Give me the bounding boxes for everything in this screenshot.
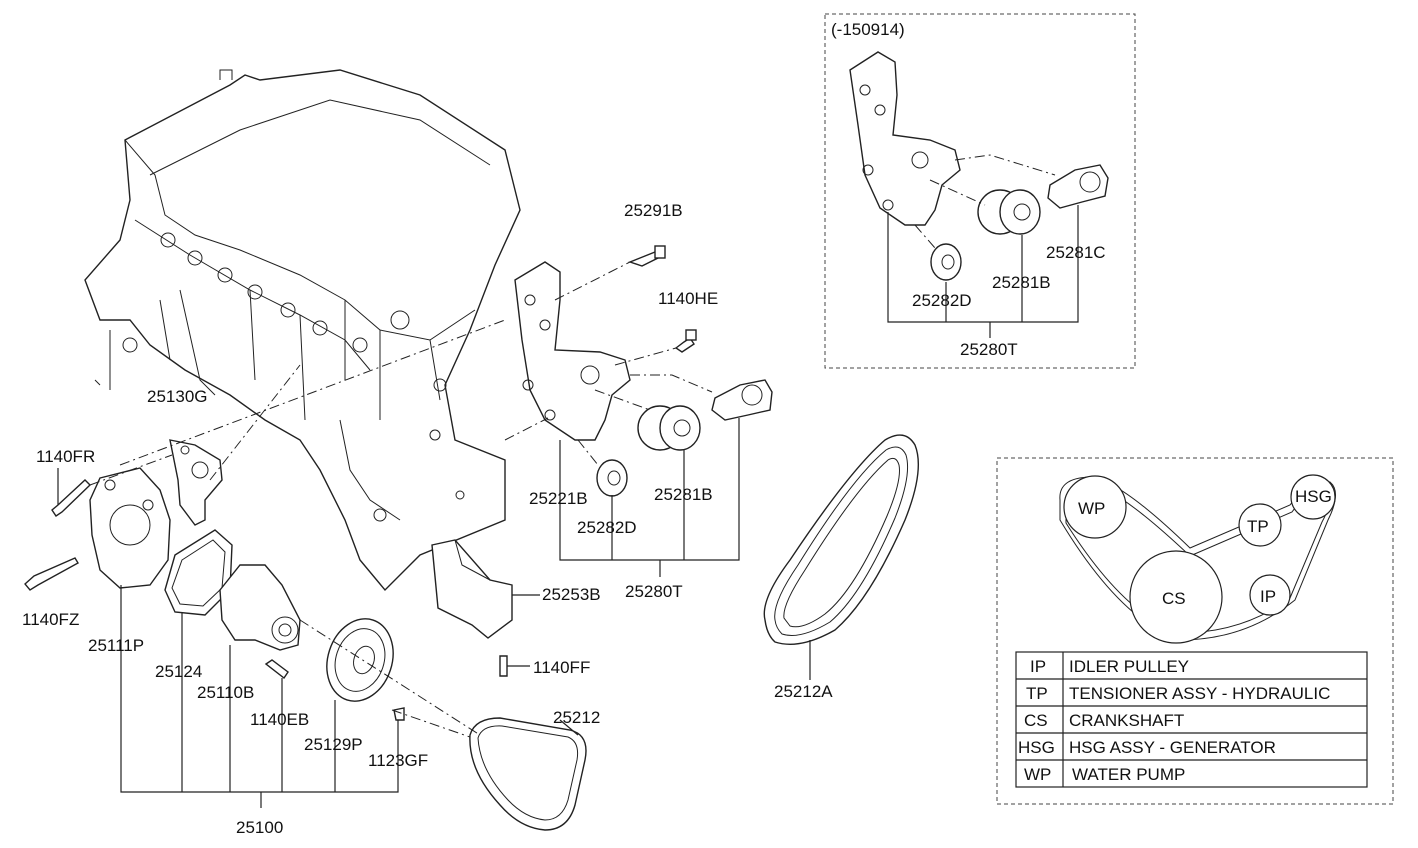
label-1140he: 1140HE <box>658 289 718 308</box>
label-25281b: 25281B <box>654 485 713 504</box>
bolt-1123gf <box>393 707 405 721</box>
inset-tensioner-25281c <box>1047 164 1109 209</box>
inset-lines <box>887 154 1079 338</box>
label-25212a: 25212A <box>774 682 833 701</box>
label-1140fr: 1140FR <box>36 447 95 466</box>
label-25282d: 25282D <box>577 518 637 537</box>
legend-desc: WATER PUMP <box>1072 765 1185 784</box>
label-25124: 25124 <box>155 662 202 681</box>
legend-code: HSG <box>1018 738 1055 757</box>
bolt-1140ff <box>499 655 508 677</box>
legend-desc: HSG ASSY - GENERATOR <box>1069 738 1276 757</box>
legend-rows: IP IDLER PULLEY TP TENSIONER ASSY - HYDR… <box>1018 657 1330 784</box>
legend-desc: IDLER PULLEY <box>1069 657 1189 676</box>
label-25111p: 25111P <box>88 636 144 655</box>
label-1140fz: 1140FZ <box>22 610 79 629</box>
bracket-25253b <box>431 539 513 639</box>
housing-25111p <box>89 467 171 589</box>
belt-25212 <box>469 717 587 831</box>
label-25130g: 25130G <box>147 387 208 406</box>
label-25221b: 25221B <box>529 489 588 508</box>
pulley-label-tp: TP <box>1247 517 1269 536</box>
label-25291b: 25291B <box>624 201 683 220</box>
bolt-1140he <box>674 329 697 353</box>
label-25100: 25100 <box>236 818 283 837</box>
belt-25212a <box>763 434 920 645</box>
pulley-cs <box>1129 550 1223 644</box>
label-25212: 25212 <box>553 708 600 727</box>
pulley-tp <box>1238 503 1282 547</box>
legend-code: IP <box>1030 657 1046 676</box>
inset-bracket <box>849 51 961 226</box>
label-inset-25281b: 25281B <box>992 273 1051 292</box>
inset-labels: (-150914) 25281C 25281B 25282D 25280T <box>831 20 1106 359</box>
label-25110b: 25110B <box>197 683 254 702</box>
pulley-hsg <box>1290 474 1336 520</box>
pulley-label-ip: IP <box>1260 587 1276 606</box>
belt-routing-diagram <box>1059 474 1336 644</box>
alignment-lines <box>89 261 713 738</box>
label-inset-25282d: 25282D <box>912 291 972 310</box>
pulley-ip <box>1249 574 1291 616</box>
legend-code: TP <box>1026 684 1048 703</box>
tensioner-25281c <box>711 379 773 421</box>
pulley-25282d <box>596 459 628 497</box>
part-labels: 25291B 1140HE 25130G 1140FR 1140FZ 25111… <box>22 201 833 837</box>
label-inset-25281c: 25281C <box>1046 243 1106 262</box>
legend-code: CS <box>1024 711 1048 730</box>
engine-block <box>84 69 521 592</box>
pulley-label-cs: CS <box>1162 589 1186 608</box>
label-inset-range: (-150914) <box>831 20 905 39</box>
belt-routing-frame <box>996 457 1394 805</box>
legend-code: WP <box>1024 765 1051 784</box>
label-inset-25280t: 25280T <box>960 340 1018 359</box>
legend-table <box>1015 651 1368 788</box>
label-1140eb: 1140EB <box>250 710 309 729</box>
pulley-25281b <box>637 405 701 451</box>
gasket-25124 <box>164 529 233 616</box>
legend-desc: TENSIONER ASSY - HYDRAULIC <box>1069 684 1330 703</box>
label-25280t: 25280T <box>625 582 683 601</box>
pulley-label-hsg: HSG <box>1295 487 1332 506</box>
inset-pulley-25281b <box>977 189 1041 235</box>
water-pump-25110b <box>219 564 301 651</box>
pulley-25129p <box>326 618 394 702</box>
bolt-25291b <box>627 245 666 267</box>
bolt-1140fz <box>24 557 79 591</box>
label-25129p: 25129P <box>304 735 363 754</box>
legend-desc: CRANKSHAFT <box>1069 711 1184 730</box>
bracket-25221b <box>514 261 631 441</box>
leader-lines <box>57 418 811 808</box>
bolt-1140eb <box>264 659 289 680</box>
label-25253b: 25253B <box>542 585 601 604</box>
pulley-wp <box>1063 475 1127 539</box>
inset-frame <box>824 13 1136 369</box>
inset-pulley-25282d <box>930 243 962 281</box>
label-1140ff: 1140FF <box>533 658 590 677</box>
label-1123gf: 1123GF <box>368 751 428 770</box>
gasket-25130g <box>169 439 223 526</box>
pulley-label-wp: WP <box>1078 499 1105 518</box>
pulley-labels: WP TP HSG CS IP <box>1078 487 1332 608</box>
